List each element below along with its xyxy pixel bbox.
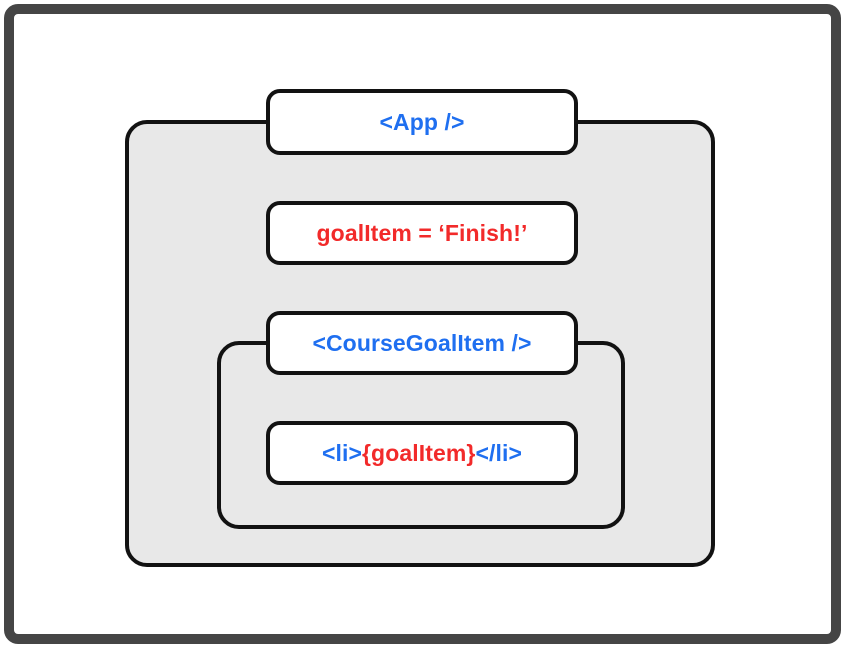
course-goal-item-label: <CourseGoalItem /> — [312, 329, 532, 356]
li-close-tag: </li> — [475, 439, 523, 466]
list-item-output-node[interactable]: <li>{goalItem}</li> — [266, 421, 578, 485]
goal-item-assignment-node[interactable]: goalItem = ‘Finish!’ — [266, 201, 578, 265]
app-node-label: <App /> — [379, 108, 465, 135]
course-goal-item-node[interactable]: <CourseGoalItem /> — [266, 311, 578, 375]
goal-item-expression: {goalItem} — [362, 439, 476, 466]
goal-item-assignment-label: goalItem = ‘Finish!’ — [316, 219, 528, 246]
li-open-tag: <li> — [321, 439, 362, 466]
list-item-output-label: <li>{goalItem}</li> — [321, 439, 523, 466]
app-node[interactable]: <App /> — [266, 89, 578, 155]
